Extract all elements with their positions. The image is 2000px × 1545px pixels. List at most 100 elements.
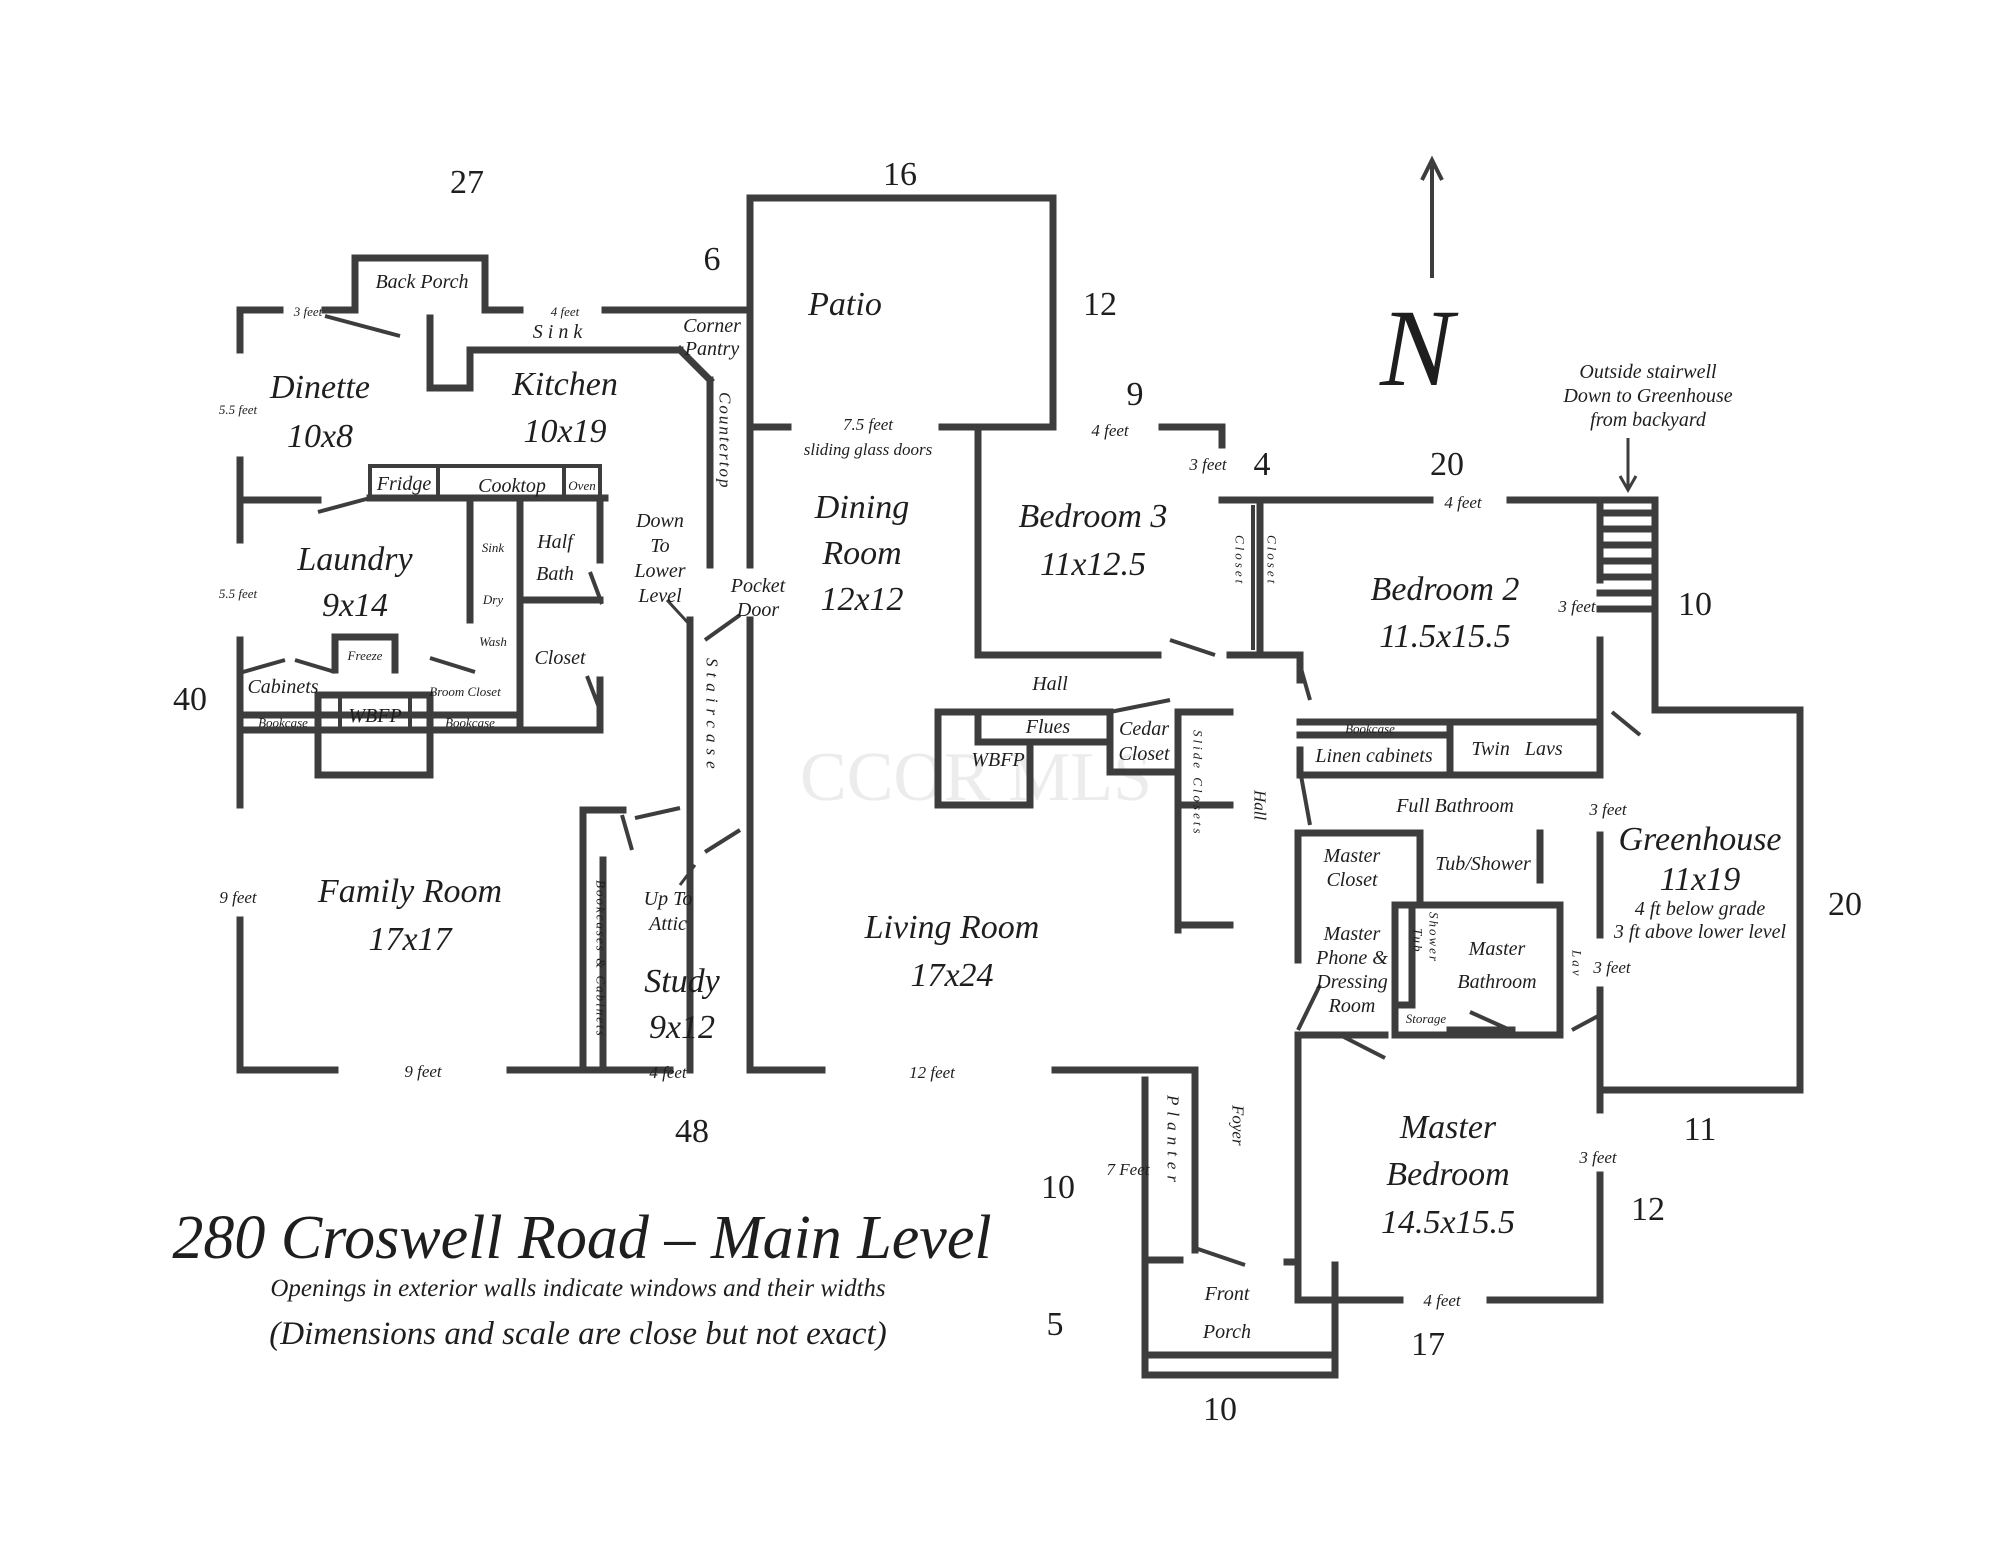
fixture-down-1: Down [635, 510, 684, 532]
window-bed2-3: 3 feet [1557, 597, 1597, 616]
fixture-bookcases-cabinets: Bookcases & Cabinets [594, 880, 609, 1038]
subtitle-windows: Openings in exterior walls indicate wind… [270, 1275, 885, 1302]
ext-dim-9: 9 [1127, 376, 1144, 413]
fixture-linen: Linen cabinets [1314, 745, 1432, 767]
room-label-master-dressing-2: Phone & [1315, 947, 1388, 969]
room-size-master-bedroom: 14.5x15.5 [1381, 1204, 1515, 1241]
room-size-dining: 12x12 [820, 581, 903, 618]
window-master-3: 3 feet [1578, 1148, 1618, 1167]
room-label-hall-top: Hall [1031, 673, 1068, 695]
room-label-full-bathroom: Full Bathroom [1395, 795, 1514, 817]
room-label-master-bath-1: Master [1468, 938, 1526, 960]
fixture-cedar-1: Cedar [1119, 718, 1169, 740]
room-label-master-bedroom-1: Master [1399, 1109, 1497, 1146]
oven-box [562, 464, 602, 500]
room-label-closet: Closet [534, 647, 586, 669]
room-size-kitchen: 10x19 [523, 413, 606, 450]
room-label-hall-vertical: Hall [1251, 789, 1270, 821]
ext-dim-17: 17 [1411, 1326, 1445, 1363]
fixture-planter: Planter [1164, 1094, 1183, 1188]
fixture-corner-pantry-1: Corner [683, 315, 741, 337]
room-label-master-closet-1: Master [1323, 845, 1381, 867]
room-size-greenhouse: 11x19 [1660, 861, 1741, 898]
room-label-living: Living Room [864, 909, 1040, 946]
ext-dim-11: 11 [1684, 1111, 1717, 1148]
room-label-dinette: Dinette [269, 369, 370, 406]
fixture-cooktop: Cooktop [478, 475, 546, 497]
room-size-bedroom-3: 11x12.5 [1040, 546, 1146, 583]
window-back-4: 4 feet [551, 304, 580, 319]
fixture-bookcase-hall: Bookcase [1345, 721, 1395, 736]
room-label-half-bath-2: Bath [536, 563, 574, 585]
window-sliding-1: 7.5 feet [843, 415, 894, 434]
fixture-bookcase-left: Bookcase [258, 715, 308, 730]
fixture-staircase: Staircase [703, 658, 722, 775]
ext-dim-10c: 10 [1203, 1391, 1237, 1428]
room-label-bedroom-2: Bedroom 2 [1371, 571, 1520, 608]
window-bed2-4: 4 feet [1444, 493, 1483, 512]
ext-dim-48: 48 [675, 1113, 709, 1150]
fixture-shower: Shower [1427, 912, 1442, 963]
room-label-master-dressing-1: Master [1323, 923, 1381, 945]
fixture-closet-b2: Closet [1265, 535, 1280, 586]
greenhouse-note-2: 3 ft above lower level [1613, 921, 1787, 943]
window-bed3-4: 4 feet [1091, 421, 1130, 440]
page-title: 280 Croswell Road – Main Level [172, 1204, 991, 1272]
stair-note-3: from backyard [1590, 409, 1707, 431]
fixture-flues: Flues [1025, 716, 1071, 738]
north-arrow-icon [1420, 155, 1444, 278]
fixture-bookcase-right: Bookcase [445, 715, 495, 730]
fixture-dryer: Dry [482, 592, 503, 607]
room-label-family: Family Room [317, 873, 502, 910]
room-label-master-dressing-3: Dressing [1315, 971, 1387, 993]
fixture-down-3: Lower [633, 560, 685, 582]
down-arrow-icon [1618, 438, 1638, 494]
room-size-laundry: 9x14 [322, 587, 388, 624]
window-green-3a: 3 feet [1588, 800, 1628, 819]
window-west-9: 9 feet [219, 888, 258, 907]
room-label-bedroom-3: Bedroom 3 [1019, 498, 1168, 535]
fixture-oven: Oven [568, 478, 595, 493]
room-label-master-bedroom-2: Bedroom [1386, 1156, 1509, 1193]
window-south-4: 4 feet [649, 1063, 688, 1082]
room-label-dining-1: Dining [814, 489, 909, 526]
room-label-master-dressing-4: Room [1328, 995, 1376, 1017]
fixture-up-1: Up To [644, 888, 693, 910]
room-label-front-porch-1: Front [1204, 1283, 1250, 1305]
ext-dim-10b: 10 [1041, 1169, 1075, 1206]
room-size-living: 17x24 [910, 957, 993, 994]
room-label-master-closet-2: Closet [1326, 869, 1378, 891]
fixture-twin-lavs: Twin Lavs [1471, 738, 1563, 760]
fixture-up-2: Attic [647, 913, 687, 935]
fixture-countertop: Countertop [716, 392, 735, 489]
fixture-freezer: Freeze [347, 648, 383, 663]
fixture-pocket-2: Door [736, 599, 779, 621]
room-label-front-porch-2: Porch [1202, 1321, 1251, 1343]
room-label-laundry: Laundry [296, 541, 413, 578]
ext-dim-40: 40 [173, 681, 207, 718]
stair-direction-arrows [665, 598, 697, 886]
room-size-study: 9x12 [649, 1009, 715, 1046]
window-back-3: 3 feet [293, 304, 323, 319]
ext-dim-12a: 12 [1083, 286, 1117, 323]
ext-dim-10a: 10 [1678, 586, 1712, 623]
fixture-sink: Sink [533, 321, 587, 343]
window-west-5-5a: 5.5 feet [219, 402, 258, 417]
window-master-4: 4 feet [1423, 1291, 1462, 1310]
fixture-wbfp-living: WBFP [971, 749, 1024, 771]
fixture-corner-pantry-2: Pantry [684, 338, 740, 360]
ext-dim-16: 16 [883, 156, 917, 193]
stair-note-2: Down to Greenhouse [1562, 385, 1732, 407]
fixture-lav: Lav [1570, 949, 1585, 979]
stair-note-1: Outside stairwell [1579, 361, 1717, 383]
fixture-pocket-1: Pocket [730, 575, 786, 597]
window-south-12: 12 feet [909, 1063, 956, 1082]
fixture-wbfp-family: WBFP [348, 705, 401, 727]
ext-dim-20b: 20 [1828, 886, 1862, 923]
room-size-family: 17x17 [368, 921, 453, 958]
fixture-tub-shower: Tub/Shower [1435, 853, 1531, 875]
ext-dim-20a: 20 [1430, 446, 1464, 483]
north-label: N [1379, 287, 1459, 409]
fixture-tub: Tub [1411, 928, 1426, 954]
